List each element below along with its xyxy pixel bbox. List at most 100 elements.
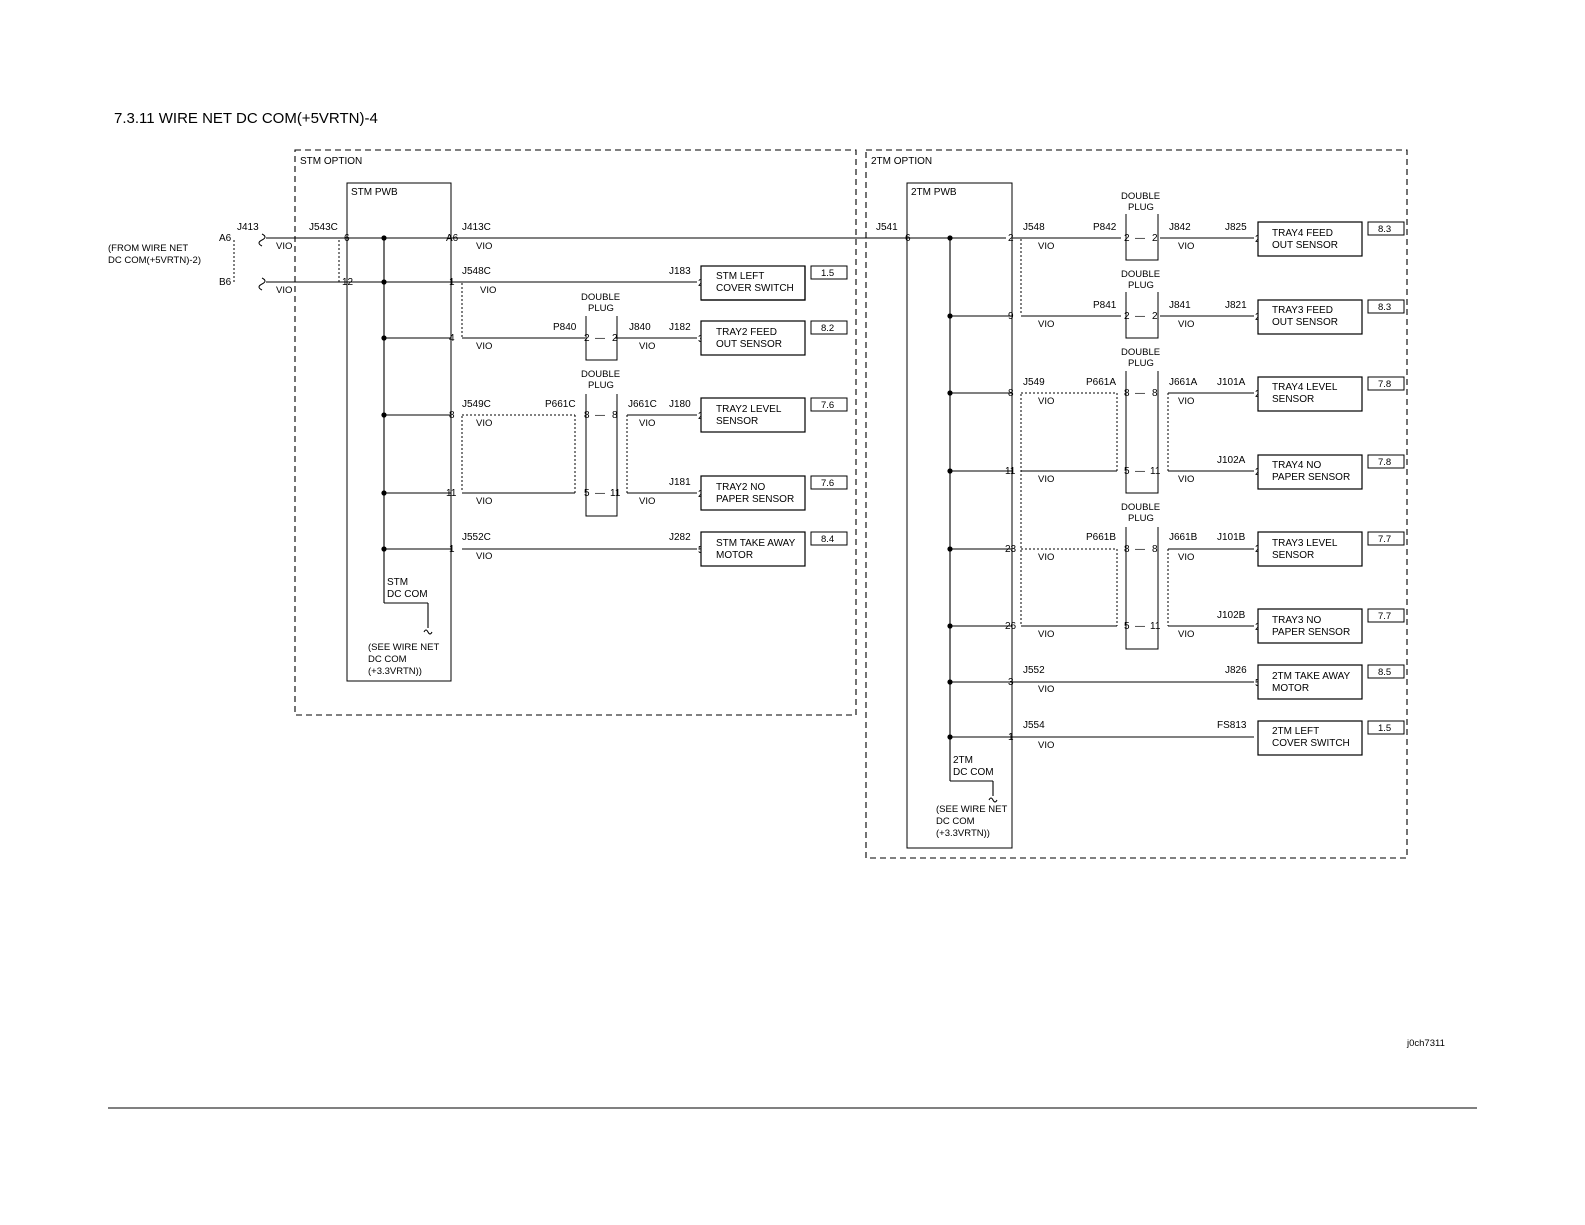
- pin-sep: —: [1135, 388, 1145, 399]
- 2tm-take-away-motor: [1257, 664, 1363, 700]
- wire-color: VIO: [1178, 474, 1194, 485]
- 2tm-pwb-label: 2TM PWB: [911, 187, 957, 198]
- component-label: COVER SWITCH: [1272, 738, 1350, 749]
- pin: 8: [1152, 388, 1158, 399]
- ref-box: [1367, 664, 1405, 679]
- p842-label: P842: [1093, 222, 1117, 233]
- junction-node: [381, 279, 387, 285]
- junction-node: [947, 679, 953, 685]
- ref-number: 1.5: [1378, 723, 1391, 734]
- pin: 11: [446, 488, 457, 499]
- j826-label: J826: [1225, 665, 1247, 676]
- see-wire-net-label: (SEE WIRE NET: [936, 804, 1007, 815]
- double-plug-p840: [585, 316, 618, 361]
- pin: 5: [1124, 621, 1130, 632]
- j840-label: J840: [629, 322, 651, 333]
- pin: 8: [1124, 388, 1130, 399]
- j549-label: J549: [1023, 377, 1045, 388]
- ref-box: [1367, 376, 1405, 391]
- stm-take-away-motor: [700, 531, 806, 567]
- stm-pwb-label: STM PWB: [351, 187, 398, 198]
- component-label: PAPER SENSOR: [1272, 472, 1350, 483]
- double-plug-label: DOUBLE: [581, 369, 620, 380]
- j180-label: J180: [669, 399, 691, 410]
- 2tm-dc-com-label-2: DC COM: [953, 767, 994, 778]
- component-label: TRAY2 LEVEL: [716, 404, 782, 415]
- p661c-label: P661C: [545, 399, 576, 410]
- page-title: 7.3.11 WIRE NET DC COM(+5VRTN)-4: [114, 110, 378, 127]
- pin: 5: [1124, 466, 1130, 477]
- junction-node: [947, 235, 953, 241]
- 2tm-left-cover-switch: [1257, 720, 1363, 756]
- j282-label: J282: [669, 532, 691, 543]
- pin: 1: [1008, 732, 1014, 743]
- j413-label: J413: [237, 222, 259, 233]
- double-plug-label: DOUBLE: [1121, 191, 1160, 202]
- j549c-label: J549C: [462, 399, 491, 410]
- component-label: MOTOR: [716, 550, 753, 561]
- j552-label: J552: [1023, 665, 1045, 676]
- pin: 11: [1005, 466, 1016, 477]
- pin: 2: [1008, 233, 1014, 244]
- wire-color: VIO: [639, 341, 655, 352]
- double-plug-p661c: [585, 394, 618, 517]
- component-label: OUT SENSOR: [716, 339, 782, 350]
- double-plug-label-2: PLUG: [1128, 358, 1154, 369]
- component-label: TRAY3 NO: [1272, 615, 1321, 626]
- ref-number: 8.2: [821, 323, 834, 334]
- junction-node: [381, 490, 387, 496]
- j101a-label: J101A: [1217, 377, 1246, 388]
- j182-label: J182: [669, 322, 691, 333]
- j661b-label: J661B: [1169, 532, 1198, 543]
- stm-pwb-box: [346, 182, 452, 682]
- double-plug-label-2: PLUG: [1128, 202, 1154, 213]
- j842-label: J842: [1169, 222, 1191, 233]
- ref-number: 7.6: [821, 400, 834, 411]
- b6-label: B6: [219, 277, 232, 288]
- component-label: SENSOR: [716, 416, 758, 427]
- pin: 2: [1152, 233, 1158, 244]
- component-label: STM LEFT: [716, 271, 764, 282]
- ground-break-icon: [423, 629, 433, 635]
- junction-node: [381, 235, 387, 241]
- wire-color: VIO: [1038, 740, 1054, 751]
- ref-box: [810, 475, 848, 490]
- double-plug-p661b: [1125, 527, 1159, 650]
- pin-sep: —: [595, 488, 605, 499]
- ref-box: [1367, 608, 1405, 623]
- see-wire-net-label-3: (+3.3VRTN)): [368, 666, 422, 677]
- wire-color: VIO: [1038, 684, 1054, 695]
- pin: 8: [1008, 388, 1014, 399]
- ref-box: [1367, 531, 1405, 546]
- j821-label: J821: [1225, 300, 1247, 311]
- tray4-level-sensor: [1257, 376, 1363, 412]
- j101b-label: J101B: [1217, 532, 1246, 543]
- tray2-level-sensor: [700, 397, 806, 433]
- wire-color: VIO: [476, 241, 492, 252]
- wire-color: VIO: [639, 496, 655, 507]
- wire-color: VIO: [476, 496, 492, 507]
- j102b-label: J102B: [1217, 610, 1246, 621]
- wire-color: VIO: [1038, 241, 1054, 252]
- junction-node: [947, 468, 953, 474]
- pin: 8: [584, 410, 590, 421]
- tray4-no-paper-sensor: [1257, 454, 1363, 490]
- component-label: STM TAKE AWAY: [716, 538, 796, 549]
- from-wire-net-label: (FROM WIRE NET: [108, 243, 188, 254]
- see-wire-net-label-3: (+3.3VRTN)): [936, 828, 990, 839]
- pin: 2: [1152, 311, 1158, 322]
- component-label: SENSOR: [1272, 550, 1314, 561]
- j543c-label: J543C: [309, 222, 338, 233]
- tray3-level-sensor: [1257, 531, 1363, 567]
- pin-sep: —: [1135, 311, 1145, 322]
- pin: 8: [612, 410, 618, 421]
- component-label: 2TM LEFT: [1272, 726, 1319, 737]
- 2tm-option-label: 2TM OPTION: [871, 156, 932, 167]
- ref-number: 7.8: [1378, 379, 1391, 390]
- double-plug-p842: [1125, 214, 1159, 261]
- double-plug-label-2: PLUG: [1128, 513, 1154, 524]
- j548c-label: J548C: [462, 266, 491, 277]
- tray3-feed-out-sensor: [1257, 299, 1363, 335]
- stm-left-cover-switch: [700, 265, 806, 301]
- pin: 8: [1124, 544, 1130, 555]
